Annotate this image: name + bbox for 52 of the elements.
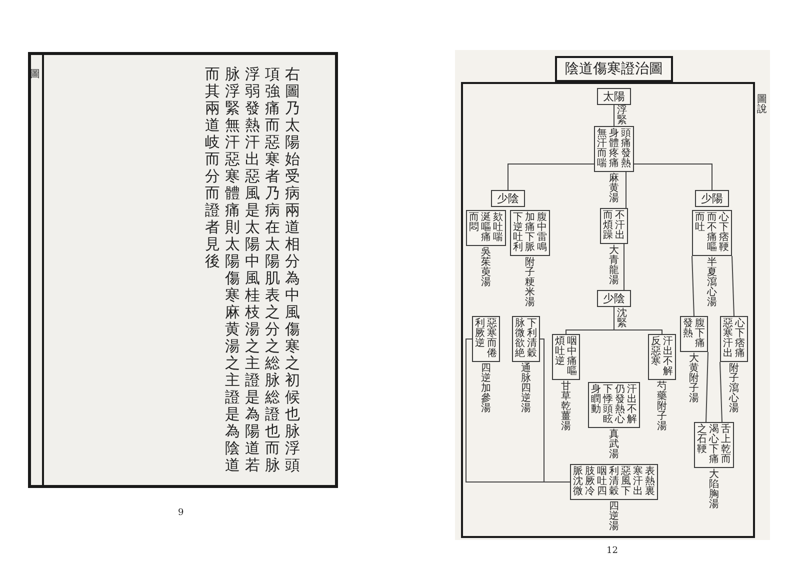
connector-line xyxy=(540,338,570,482)
formula-label: 四逆湯 xyxy=(609,502,619,532)
margin-text: 圖 xyxy=(30,70,40,80)
formula-label: 通脉四逆湯 xyxy=(521,364,531,414)
connector-line xyxy=(732,256,734,316)
symptom-text: 不汗出而煩躁 xyxy=(603,211,625,241)
symptom-text: 欬吐喘涎嘔痛而悶 xyxy=(469,213,503,243)
formula-label: 大陷胸湯 xyxy=(709,470,719,510)
symptom-text: 心下痞痛惡寒汗出 xyxy=(723,319,745,359)
body-text: 右圖乃太陽始受病兩道相分為中風傷寒之初候也脉浮頭項強痛而惡寒者乃病在太陽肌表之分之総脉総證也而脉浮弱發熱汗出惡風是太陽中風桂枝湯之主證是為陽道若脉浮緊無汗惡寒體痛則太陽傷寒麻黄湯之主證是為陰道而其兩道岐而分而證者見後 xyxy=(205,66,300,474)
symptom-text: 腹下痛發熱 xyxy=(683,319,705,349)
margin-text: 圖說 xyxy=(757,95,767,115)
meridian-box xyxy=(597,290,631,307)
connector-line xyxy=(706,352,708,422)
symptom-text: 表熱裏寒汗出惡風下利清穀咽吐四肢厥冷脈沈微 xyxy=(573,467,655,497)
symptom-text: 舌上乾而渴心下痛之石鞕 xyxy=(697,425,731,465)
meridian-box xyxy=(597,88,631,105)
connector-line xyxy=(634,164,712,190)
symptom-text: 頭痛發熱身體疼痛無汗而喘 xyxy=(597,129,631,169)
formula-label: 附子瀉心湯 xyxy=(729,364,739,414)
meridian-label: 太陽 xyxy=(603,90,625,103)
title-plate: 陰道傷寒證治圖 xyxy=(555,56,673,82)
formula-label: 麻黄湯 xyxy=(609,174,619,204)
connector-line xyxy=(614,306,662,334)
edge-label: 沈緊 xyxy=(617,308,627,328)
symptom-text: 心下痞鞕而不痛嘔而吐 xyxy=(695,213,729,253)
connector-line xyxy=(720,362,722,422)
symptom-text: 惡寒而倦利厥逆 xyxy=(475,319,497,359)
symptom-text: 汗出不解反惡寒 xyxy=(651,337,673,377)
formula-label: 甘草乾薑湯 xyxy=(561,382,571,432)
symptom-text: 下利清穀脉微欲絶 xyxy=(515,319,537,359)
formula-label: 芍藥附子湯 xyxy=(657,382,667,432)
formula-label: 大黄附子湯 xyxy=(689,354,699,404)
edge-label: 浮緊 xyxy=(617,106,627,126)
symptom-text: 腹中雷鳴加痛下脈下逆吐利 xyxy=(513,213,547,253)
formula-label: 吳茱萸湯 xyxy=(481,248,491,288)
connector-line xyxy=(692,256,694,316)
meridian-box xyxy=(695,190,729,207)
meridian-label: 少陽 xyxy=(701,192,723,205)
symptom-text: 咽中痛嘔煩吐逆 xyxy=(555,337,577,377)
connector-line xyxy=(508,164,594,190)
formula-label: 半夏瀉心湯 xyxy=(707,258,717,308)
page-number: 9 xyxy=(178,508,184,518)
formula-label: 大青龍湯 xyxy=(609,246,619,286)
meridian-label: 少陰 xyxy=(497,192,519,205)
formula-label: 附子粳米湯 xyxy=(525,258,535,308)
meridian-box xyxy=(491,190,525,207)
meridian-label: 少陰 xyxy=(603,292,625,305)
page-number: 12 xyxy=(606,546,618,556)
formula-label: 真武湯 xyxy=(609,430,619,460)
symptom-text: 汗出不解仍發熱心下悸頭眩身瞤動 xyxy=(591,385,637,425)
formula-label: 四逆加參湯 xyxy=(481,364,491,414)
